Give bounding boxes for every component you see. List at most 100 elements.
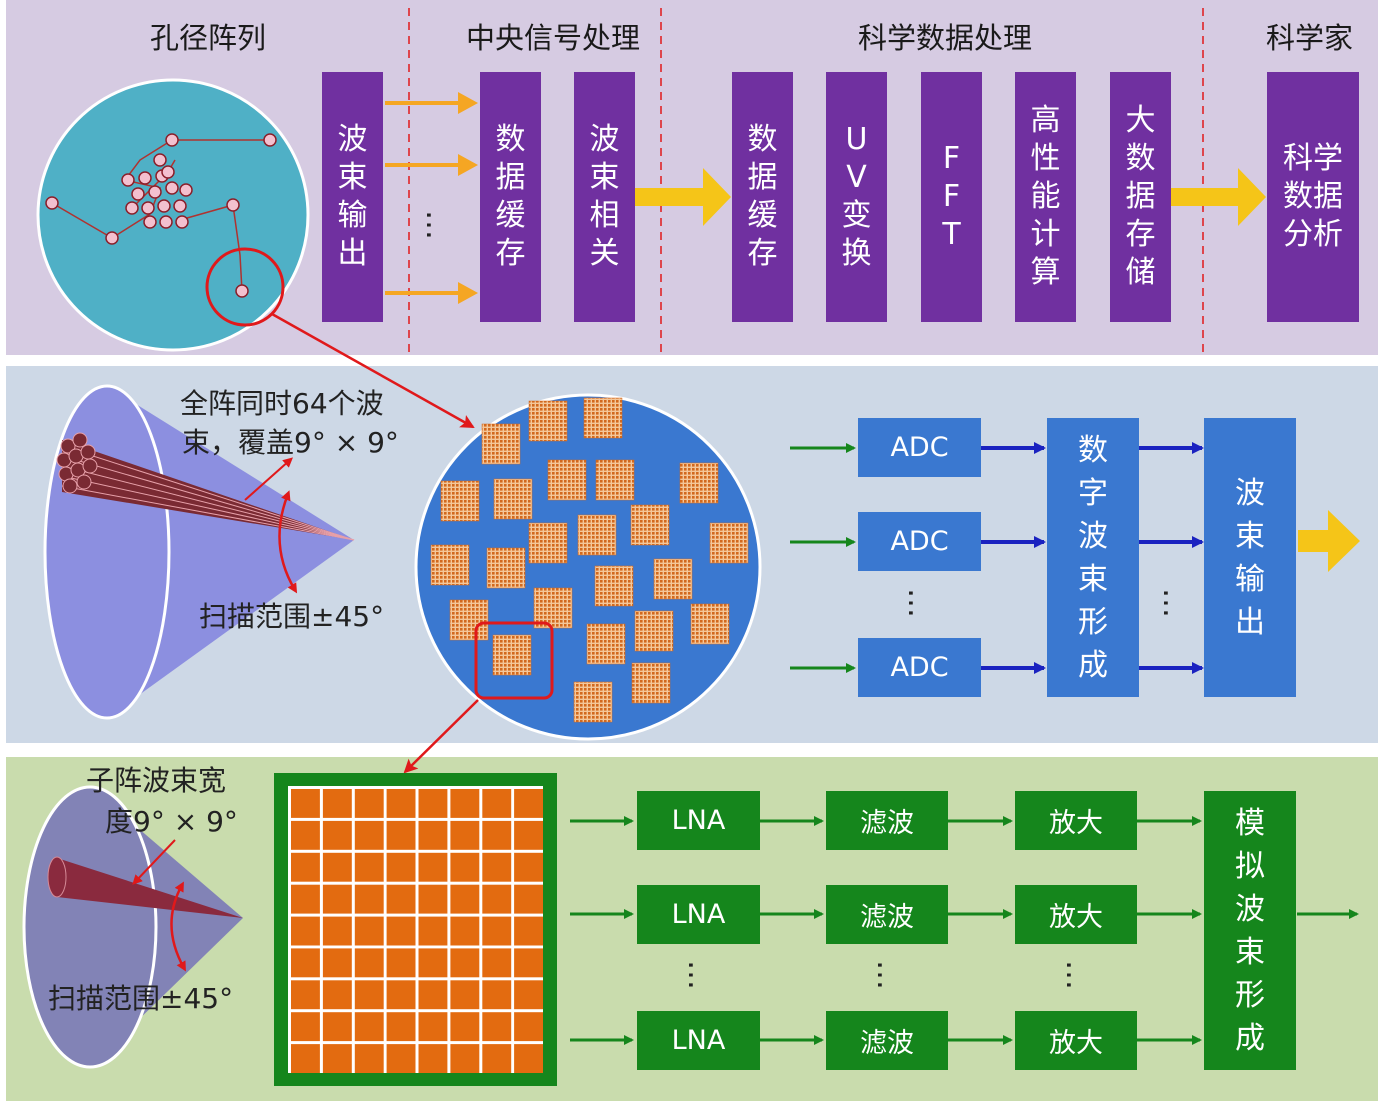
antenna-element <box>514 916 543 946</box>
antenna-element <box>482 789 512 818</box>
station-tile <box>440 480 480 522</box>
antenna-element <box>482 820 512 850</box>
antenna-element <box>322 948 352 978</box>
top-ellipsis: … <box>419 210 454 240</box>
antenna-element <box>450 948 480 978</box>
antenna-element <box>354 852 384 882</box>
antenna-element <box>291 820 320 850</box>
antenna-element <box>322 820 352 850</box>
antenna-element <box>482 980 512 1010</box>
antenna-element <box>482 1044 512 1073</box>
subarray-beam-label-line1: 子阵波束宽 <box>86 764 227 797</box>
antenna-element <box>450 820 480 850</box>
antenna-element <box>450 980 480 1010</box>
antenna-element <box>386 916 416 946</box>
beam-output-arrowheads <box>458 92 478 304</box>
station-tile <box>493 478 533 520</box>
amp-block-1: 放大 <box>1015 791 1137 850</box>
amp-block-3: 放大 <box>1015 1011 1137 1070</box>
station-tile <box>430 544 470 586</box>
aperture-array-disc <box>36 78 310 352</box>
digital-beamforming-block: 数字波束形成 <box>1047 418 1139 697</box>
antenna-element <box>322 980 352 1010</box>
antenna-element <box>322 852 352 882</box>
station-tile <box>634 610 674 652</box>
antenna-element <box>418 1012 448 1042</box>
station-tile <box>449 599 489 641</box>
station-tile <box>486 547 526 589</box>
adc-input-arrows <box>790 443 856 673</box>
station-tile <box>594 565 634 607</box>
beam-output-block: 波束输出 <box>1204 418 1296 697</box>
station-tile <box>653 558 693 600</box>
filter-block-1: 滤波 <box>826 791 948 850</box>
antenna-element <box>482 852 512 882</box>
block-science-data-analysis: 科学数据分析 <box>1267 72 1359 322</box>
antenna-element <box>514 1012 543 1042</box>
antenna-element <box>482 916 512 946</box>
antenna-element <box>450 884 480 914</box>
subarray-scan-range-label: 扫描范围±45° <box>48 982 234 1015</box>
block-uv-transform: UV变换 <box>826 72 887 322</box>
antenna-element <box>322 789 352 818</box>
tile-highlight-box <box>474 621 554 700</box>
adc-block-2: ADC <box>858 512 981 571</box>
antenna-element <box>514 820 543 850</box>
amp-block-2: 放大 <box>1015 885 1137 944</box>
block-fft: FFT <box>921 72 982 322</box>
block-beam-output: 波束输出 <box>322 72 383 322</box>
antenna-element <box>418 789 448 818</box>
beam-output-arrows <box>385 101 460 295</box>
antenna-element <box>354 948 384 978</box>
station-tile <box>481 423 521 465</box>
antenna-element <box>354 980 384 1010</box>
antenna-element <box>386 820 416 850</box>
antenna-element <box>450 789 480 818</box>
antenna-element <box>418 852 448 882</box>
antenna-element <box>291 789 320 818</box>
rf-chain-arrows <box>570 816 1359 1045</box>
station-beam-label-line2: 束，覆盖9° × 9° <box>182 426 399 459</box>
big-arrow-to-scientist <box>1170 168 1266 226</box>
antenna-element <box>354 789 384 818</box>
antenna-element <box>354 1012 384 1042</box>
station-tile <box>709 522 749 564</box>
lna-block-2: LNA <box>637 885 760 944</box>
antenna-element <box>450 1044 480 1073</box>
antenna-element <box>354 820 384 850</box>
antenna-element <box>386 789 416 818</box>
antenna-element <box>291 916 320 946</box>
lna-ellipsis: … <box>681 960 716 990</box>
antenna-element <box>291 884 320 914</box>
antenna-element <box>482 884 512 914</box>
antenna-element <box>514 1044 543 1073</box>
filter-block-2: 滤波 <box>826 885 948 944</box>
antenna-element <box>386 948 416 978</box>
antenna-element <box>514 948 543 978</box>
station-tile <box>595 459 635 501</box>
filter-ellipsis: … <box>870 960 905 990</box>
block-big-data-storage: 大数据存储 <box>1110 72 1171 322</box>
station-tile <box>528 522 568 564</box>
antenna-element <box>291 1012 320 1042</box>
antenna-element <box>291 1044 320 1073</box>
antenna-element <box>418 884 448 914</box>
section-title-central-processing: 中央信号处理 <box>466 21 641 55</box>
block-data-cache-2: 数据缓存 <box>732 72 793 322</box>
antenna-element <box>482 1012 512 1042</box>
station-tile <box>586 623 626 665</box>
adc-block-1: ADC <box>858 418 981 477</box>
subarray-elements <box>291 789 543 1073</box>
section-title-science-processing: 科学数据处理 <box>858 21 1033 55</box>
big-arrow-to-science <box>634 168 731 226</box>
station-tile <box>679 462 719 504</box>
antenna-element <box>450 852 480 882</box>
station-tiles <box>430 397 749 723</box>
antenna-element <box>386 1012 416 1042</box>
section-title-scientist: 科学家 <box>1266 21 1354 55</box>
antenna-element <box>386 852 416 882</box>
amp-ellipsis: … <box>1059 960 1094 990</box>
beam-out-arrow <box>1298 510 1360 572</box>
analog-beamforming-block: 模拟波束形成 <box>1204 791 1296 1070</box>
